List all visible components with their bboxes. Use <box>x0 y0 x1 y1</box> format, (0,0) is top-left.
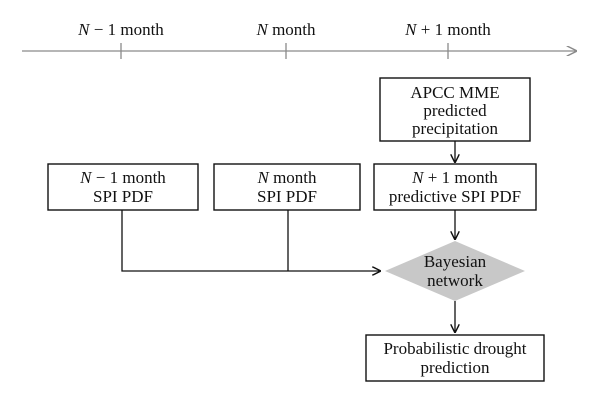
bayesian-line-2: network <box>427 271 483 290</box>
apcc-box: APCC MME predicted precipitation <box>379 77 531 142</box>
apcc-line-1: APCC MME <box>410 83 499 102</box>
n-plus-1-predictive-box: N + 1 month predictive SPI PDF <box>373 163 537 211</box>
apcc-line-2: predicted <box>423 101 487 120</box>
output-line-1: Probabilistic drought <box>383 339 526 358</box>
timeline-label-n-plus-1: N + 1 month <box>404 20 491 39</box>
bayesian-diamond <box>385 241 525 301</box>
timeline-label-n-minus-1: N − 1 month <box>77 20 164 39</box>
bayesian-network-node: Bayesian network <box>385 241 525 301</box>
timeline-label-n: N month <box>255 20 316 39</box>
output-box: Probabilistic drought prediction <box>365 334 545 382</box>
n-minus-1-line-1: N − 1 month <box>79 168 166 187</box>
n-line-2: SPI PDF <box>257 187 317 206</box>
n-minus-1-spi-box: N − 1 month SPI PDF <box>47 163 199 211</box>
bayesian-line-1: Bayesian <box>424 252 487 271</box>
output-line-2: prediction <box>421 358 490 377</box>
arrow-spi-to-bayesian <box>121 210 380 271</box>
n-plus-1-line-1: N + 1 month <box>411 168 498 187</box>
n-plus-1-line-2: predictive SPI PDF <box>389 187 521 206</box>
n-spi-box: N month SPI PDF <box>213 163 361 211</box>
n-minus-1-line-2: SPI PDF <box>93 187 153 206</box>
timeline: N − 1 month N month N + 1 month <box>22 20 576 59</box>
apcc-line-3: precipitation <box>412 119 498 138</box>
n-line-1: N month <box>256 168 317 187</box>
